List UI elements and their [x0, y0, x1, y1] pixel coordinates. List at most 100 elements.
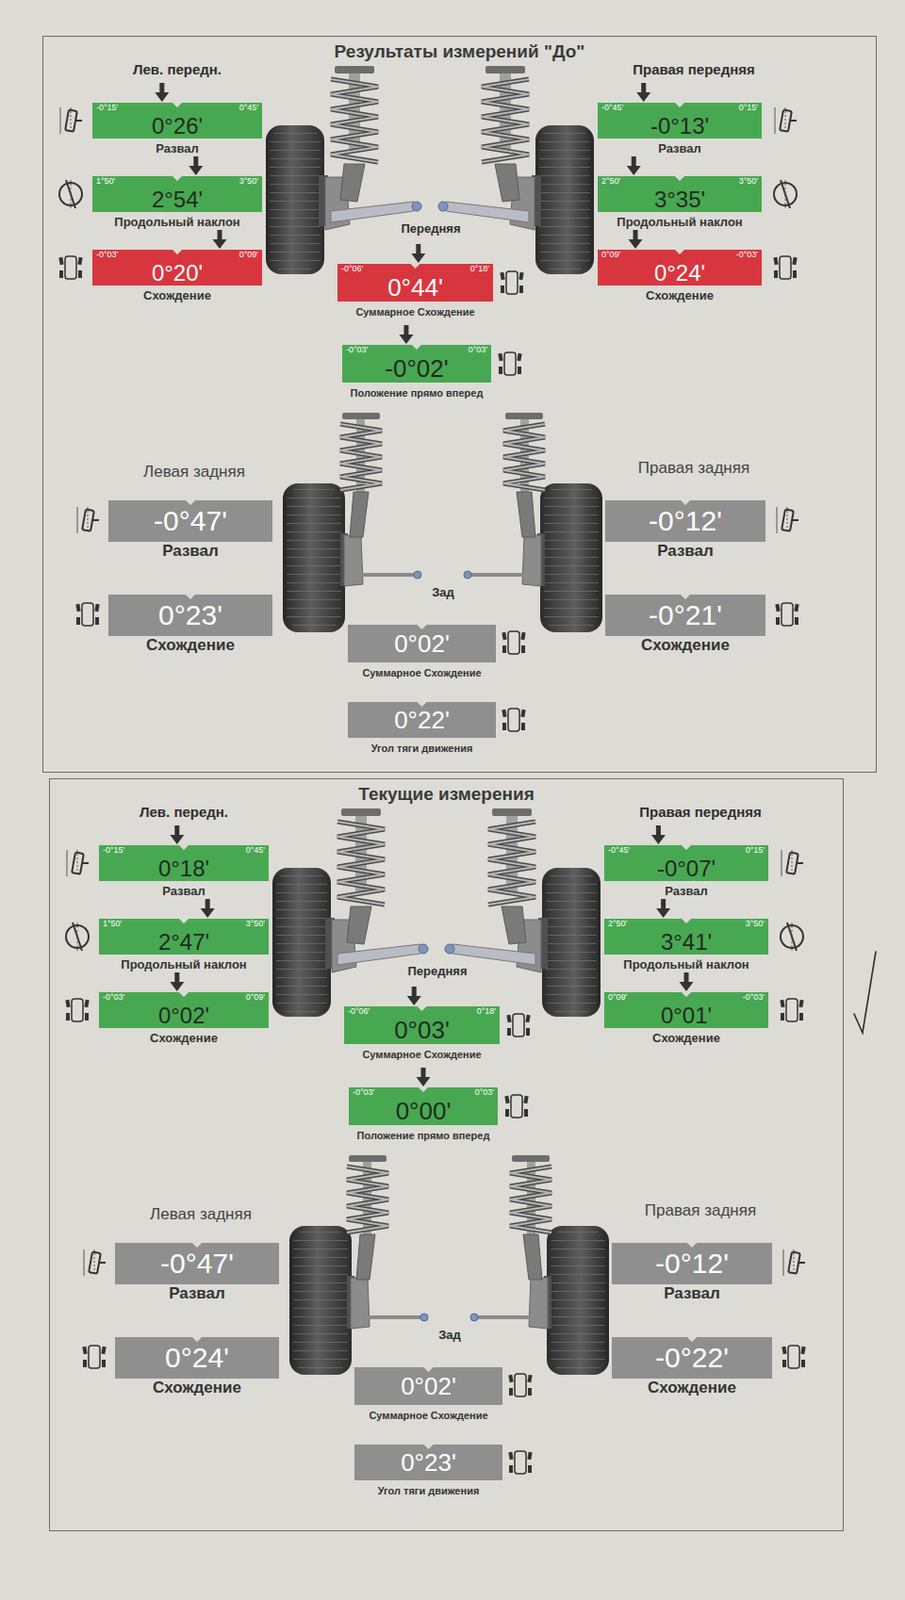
indicator-arrow [407, 987, 422, 1006]
measure-bar: -0°06'0°18'0°03' [344, 1006, 500, 1045]
label-holder: Левая задняя [149, 1205, 252, 1225]
wheel-label: Лев. передн. [132, 61, 222, 78]
indicator-arrow [169, 825, 184, 845]
range-limit: -0°03' [742, 992, 765, 1004]
range-limits: 0°09' -0°03' [604, 992, 769, 1004]
measurement-gauge: -0°06'0°18'0°03'Суммарное Схождение [344, 1006, 500, 1063]
label-holder: Правая передняя [632, 61, 756, 79]
parameter-caption: Продольный наклон [120, 957, 247, 973]
current-suspension-drawing [65, 808, 806, 1475]
caption-holder: Положение прямо вперед [348, 1125, 498, 1144]
measure-bar: -0°22' [611, 1337, 773, 1380]
range-limit: -0°06' [341, 263, 363, 275]
measured-value: 0°26' [92, 113, 263, 139]
measurement-gauge: 0°02'Суммарное Схождение [354, 1367, 503, 1424]
measure-bar: 0°23' [354, 1445, 503, 1481]
measure-bar: 0°24' [115, 1337, 280, 1380]
range-limits: 1°50'3°50' [98, 919, 269, 930]
indicator-arrow [651, 825, 666, 845]
parameter-caption: Продольный наклон [623, 957, 749, 973]
wheel-label: Правая задняя [638, 459, 750, 478]
range-limits: -0°06' 0°18' [337, 263, 494, 275]
parameter-caption: Развал [162, 884, 206, 900]
parameter-caption: Схождение [146, 636, 235, 656]
measurement-gauge: -0°15'0°45'0°26'Развал [92, 102, 263, 157]
measurement-gauge: -0°47'Развал [115, 1243, 280, 1304]
measurement-gauge: 1°50'3°50'2°54'Продольный наклон [92, 176, 263, 231]
range-limit: 0°18' [470, 263, 490, 275]
wheel-label: Передняя [400, 221, 461, 236]
measure-bar: -0°12' [605, 500, 766, 543]
measurement-panel: Результаты измерений "До"Лев. передн.Пра… [42, 35, 877, 774]
measure-bar: 2°50'3°50'3°35' [597, 176, 762, 213]
caption-holder: Развал [605, 542, 766, 561]
range-limit: 0°45' [246, 845, 265, 856]
measure-bar: -0°12' [611, 1243, 773, 1285]
measured-value: 0°00' [348, 1098, 498, 1126]
parameter-caption: Суммарное Схождение [368, 1410, 488, 1423]
parameter-caption: Угол тяги движения [378, 1485, 480, 1498]
measured-value: 0°01' [604, 1003, 769, 1029]
caption-holder: Продольный наклон [92, 212, 263, 231]
range-limits: -0°03'0°09' [98, 992, 269, 1004]
label-holder: Лев. передн. [132, 61, 222, 79]
measurement-gauge: 0°02'Суммарное Схождение [347, 625, 496, 681]
measured-value: 2°54' [92, 186, 263, 213]
measured-value: -0°12' [605, 500, 766, 543]
range-limit: 0°03' [468, 345, 488, 356]
caption-holder: Схождение [605, 636, 766, 656]
range-limit: 0°09' [608, 992, 627, 1004]
range-limit: 0°15' [745, 845, 765, 856]
measurement-gauge: -0°45'0°15'-0°07'Развал [604, 845, 769, 900]
range-limits: -0°15'0°45' [92, 102, 263, 114]
measurement-gauge: 0°09'-0°03'0°24'Схождение [597, 249, 762, 304]
caption-holder: Развал [604, 881, 769, 900]
range-limit: 0°45' [239, 102, 259, 114]
measured-value: 0°02' [98, 1003, 269, 1029]
measure-bar: 0°09' -0°03'0°01' [604, 992, 769, 1029]
caption-holder: Развал [92, 138, 263, 157]
indicator-arrow [213, 230, 228, 249]
parameter-caption: Развал [162, 542, 219, 561]
wheel-label: Левая задняя [149, 1205, 252, 1225]
range-limit: -0°15' [102, 845, 125, 856]
measured-value: 0°20' [92, 260, 263, 286]
caption-holder: Развал [611, 1284, 773, 1304]
measured-value: 0°02' [347, 625, 496, 663]
measure-bar: 1°50'3°50'2°54' [92, 176, 263, 213]
caption-holder: Суммарное Схождение [354, 1405, 503, 1424]
measurement-gauge: -0°15'0°45'0°18'Развал [98, 845, 269, 900]
range-limit: 0°15' [739, 102, 758, 114]
measured-value: -0°13' [597, 113, 762, 139]
measurement-gauge: 0°09' -0°03'0°01'Схождение [604, 992, 769, 1047]
measurement-gauge: -0°12'Развал [611, 1243, 773, 1304]
indicator-arrow [188, 156, 203, 176]
wheel-label: Правая передняя [632, 61, 756, 78]
range-limit: 3°50' [745, 919, 765, 930]
measure-bar: 0°09'-0°03'0°24' [597, 249, 762, 286]
measured-value: -0°21' [605, 594, 766, 637]
range-limit: -0°03' [96, 249, 118, 261]
measure-bar: -0°21' [605, 594, 766, 637]
measured-value: 2°47' [98, 929, 269, 955]
parameter-caption: Развал [664, 884, 708, 900]
measured-value: 3°35' [597, 186, 762, 213]
measurement-gauge: 0°24'Схождение [115, 1337, 280, 1399]
range-limit: -0°03' [352, 1087, 375, 1099]
measure-bar: -0°15'0°45'0°18' [98, 845, 269, 882]
indicator-arrow [679, 972, 694, 992]
label-holder: Правая задняя [638, 459, 750, 478]
label-holder: Зад [438, 1326, 461, 1344]
measurement-gauge: -0°03' 0°03'0°00'Положение прямо вперед [348, 1087, 498, 1144]
caption-holder: Схождение [604, 1028, 769, 1047]
range-limits: -0°03'0°09' [92, 249, 263, 261]
measurement-gauge: -0°45'0°15'-0°13'Развал [597, 102, 762, 157]
range-limit: 0°03' [475, 1087, 494, 1099]
range-limit: 0°18' [477, 1006, 496, 1018]
range-limits: -0°03' 0°03' [348, 1087, 498, 1099]
range-limits: -0°06' 0°18' [344, 1006, 500, 1018]
range-limit: -0°06' [347, 1006, 370, 1018]
caption-holder: Продольный наклон [604, 954, 769, 973]
caption-holder: Схождение [108, 636, 273, 656]
